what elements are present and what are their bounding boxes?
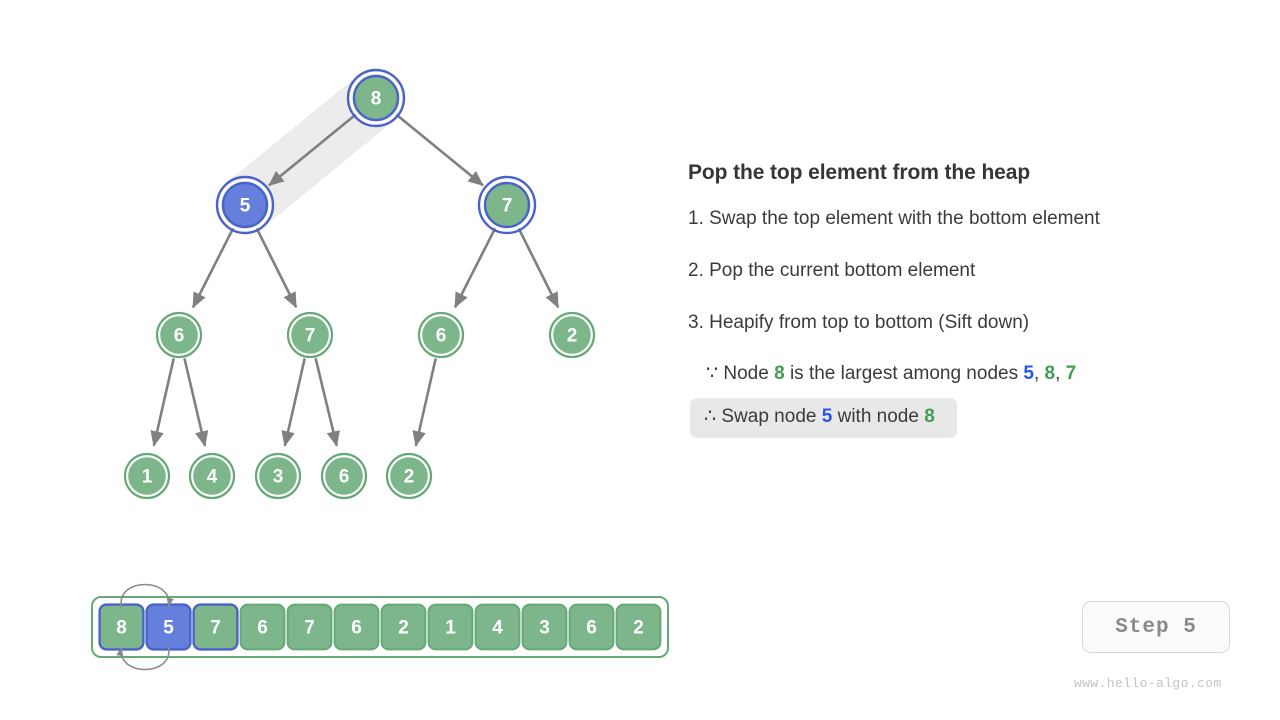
explanation-panel: Pop the top element from the heap 1. Swa… (688, 160, 1248, 438)
tree-edge (393, 112, 484, 187)
array-cell-value: 3 (539, 618, 550, 639)
array-cell-value: 8 (116, 618, 127, 639)
tree-node-value: 1 (142, 467, 153, 488)
array-cell-value: 2 (398, 618, 409, 639)
reason-candidate-0: 5 (1023, 363, 1034, 385)
swap-arrow-forward (120, 583, 174, 608)
tree-node: 6 (155, 311, 203, 359)
step-item-3: 3. Heapify from top to bottom (Sift down… (688, 311, 1030, 333)
array-cell: 2 (615, 603, 662, 651)
array-cell-value: 2 (633, 618, 644, 639)
tree-edge (268, 112, 359, 187)
tree-node-value: 5 (240, 196, 251, 217)
tree-node-value: 2 (567, 326, 578, 347)
array-cell: 6 (568, 603, 615, 651)
tree-node: 6 (320, 452, 368, 500)
tree-edge (254, 225, 298, 309)
conclusion-from-value: 5 (821, 406, 833, 428)
reason-candidate-2: 7 (1065, 363, 1077, 385)
array-cell-value: 6 (586, 618, 597, 639)
tree-node-value: 4 (207, 467, 218, 488)
array-cell: 8 (98, 603, 145, 651)
array-cell-value: 7 (304, 618, 315, 639)
step-item-1: 1. Swap the top element with the bottom … (688, 208, 1100, 230)
array-representation: 8 5 7 6 7 6 2 1 4 3 6 2 (91, 596, 669, 658)
swap-arrows (116, 583, 174, 671)
tree-edge (191, 225, 236, 309)
tree-edge (314, 358, 340, 447)
array-cell: 5 (145, 603, 192, 651)
tree-node: 8 (346, 68, 406, 128)
tree-node-value: 8 (371, 89, 382, 110)
tree-node: 7 (286, 311, 334, 359)
array-cell: 7 (286, 603, 333, 651)
array-cell: 1 (427, 603, 474, 651)
reason-line: ∵ Node 8 is the largest among nodes 5, 8… (706, 362, 1248, 387)
tree-node-value: 7 (502, 196, 513, 217)
array-cell-value: 7 (210, 618, 221, 639)
array-container (91, 596, 669, 658)
array-cell: 4 (474, 603, 521, 651)
page-title: Pop the top element from the heap (688, 161, 1031, 184)
tree-node: 2 (548, 311, 596, 359)
array-cell: 7 (192, 603, 239, 651)
tree-edge (516, 225, 560, 309)
array-cell-value: 4 (492, 618, 503, 639)
because-symbol: ∵ (706, 363, 719, 385)
tree-node: 6 (417, 311, 465, 359)
array-cell-value: 6 (351, 618, 362, 639)
tree-node: 3 (254, 452, 302, 500)
conclusion-middle: with node (837, 406, 919, 428)
tree-node: 7 (477, 175, 537, 235)
tree-node-value: 6 (339, 467, 350, 488)
tree-node: 4 (188, 452, 236, 500)
reason-comma-1: , (1055, 363, 1061, 385)
step-item-2: 2. Pop the current bottom element (688, 259, 976, 281)
array-cell-value: 6 (257, 618, 268, 639)
conclusion-line: ∴ Swap node 5 with node 8 (690, 398, 957, 438)
array-cell: 2 (380, 603, 427, 651)
therefore-symbol: ∴ (704, 406, 717, 428)
swap-arrow-backward (116, 646, 170, 671)
tree-node-value: 7 (305, 326, 316, 347)
array-cell: 6 (333, 603, 380, 651)
array-cell: 6 (239, 603, 286, 651)
tree-edge (412, 358, 437, 447)
tree-node-value: 3 (273, 467, 284, 488)
tree-node-value: 6 (174, 326, 185, 347)
conclusion-prefix: Swap node (721, 406, 817, 428)
tree-edge (453, 225, 498, 309)
reason-prefix: Node (723, 363, 769, 385)
tree-edges (150, 112, 560, 447)
conclusion-to-value: 8 (924, 406, 935, 428)
tree-node: 2 (385, 452, 433, 500)
tree-nodes: 8 5 7 6 7 6 2 1 4 3 6 2 (123, 68, 596, 500)
reason-node-value: 8 (774, 363, 785, 385)
reason-candidate-1: 8 (1044, 363, 1056, 385)
tree-edge (183, 358, 209, 447)
tree-node: 1 (123, 452, 171, 500)
watermark: www.hello-algo.com (1074, 676, 1222, 691)
tree-node: 5 (215, 175, 275, 235)
reason-comma-0: , (1033, 363, 1040, 385)
array-cell-value: 1 (445, 618, 456, 639)
array-cell: 3 (521, 603, 568, 651)
tree-node-value: 2 (404, 467, 415, 488)
reason-middle: is the largest among nodes (789, 363, 1019, 385)
tree-edge (281, 358, 306, 447)
step-badge: Step 5 (1082, 601, 1230, 653)
array-cell-value: 5 (163, 618, 174, 639)
tree-node-value: 6 (436, 326, 447, 347)
tree-edge (150, 358, 175, 447)
